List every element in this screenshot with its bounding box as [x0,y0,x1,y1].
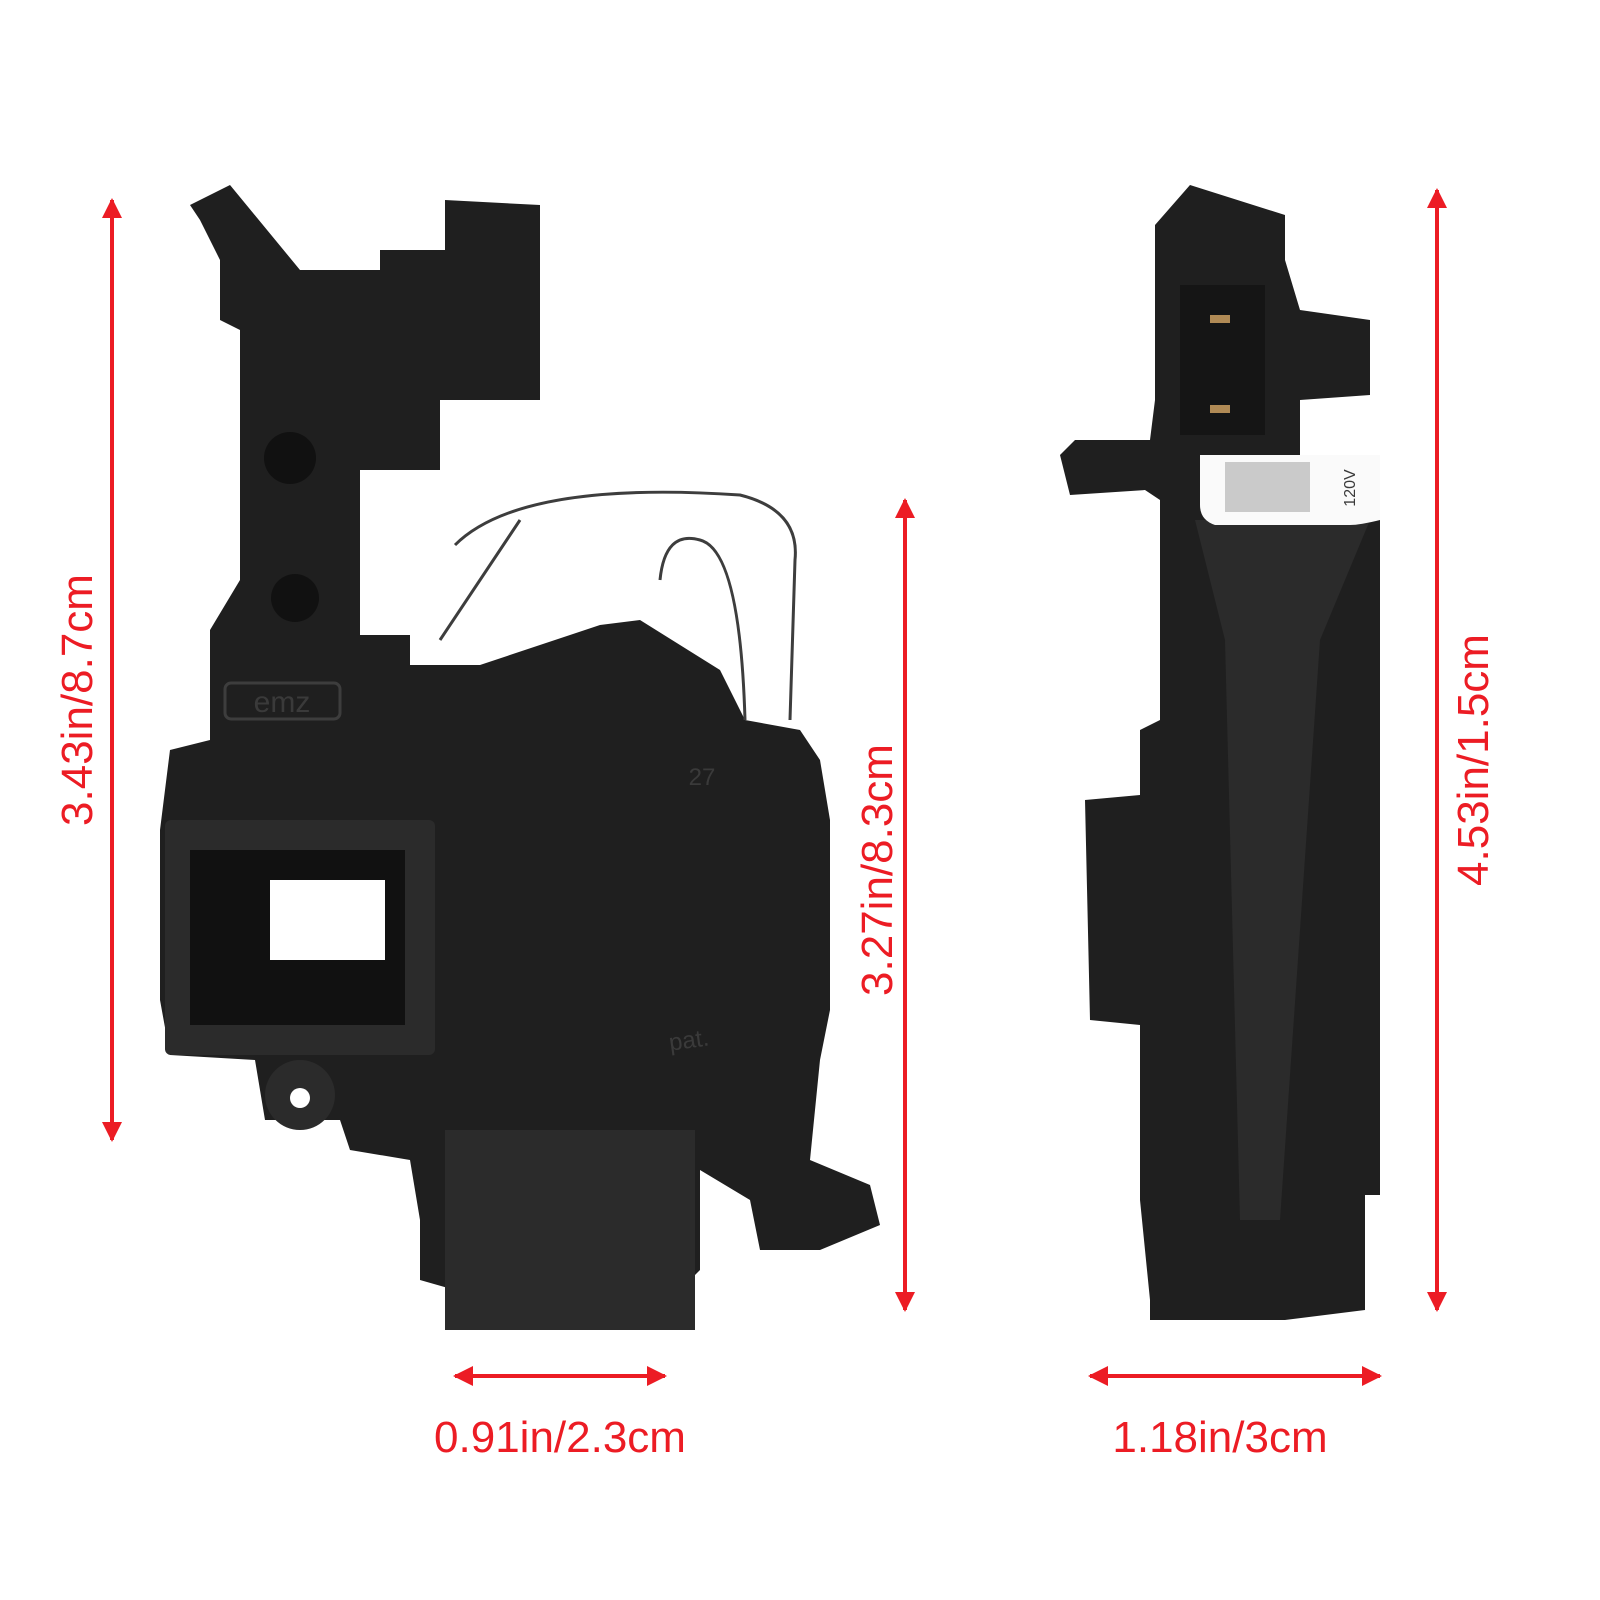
left-height-label: 3.43in/8.7cm [53,574,102,826]
left-width-label: 0.91in/2.3cm [434,1413,686,1462]
right-width-label: 1.18in/3cm [1112,1413,1327,1462]
door-lock-front-view: emz 27 pat. [160,185,880,1330]
brand-marking: emz [254,686,311,719]
blurred-label [1225,462,1310,512]
door-lock-side-view: 120V [1060,185,1380,1320]
part-number-marking: 27 [689,764,716,791]
right-height-label: 4.53in/1.5cm [1449,634,1498,886]
voltage-label: 120V [1342,469,1359,507]
patent-marking: pat. [667,1024,710,1056]
middle-height-label: 3.27in/8.3cm [853,744,902,996]
